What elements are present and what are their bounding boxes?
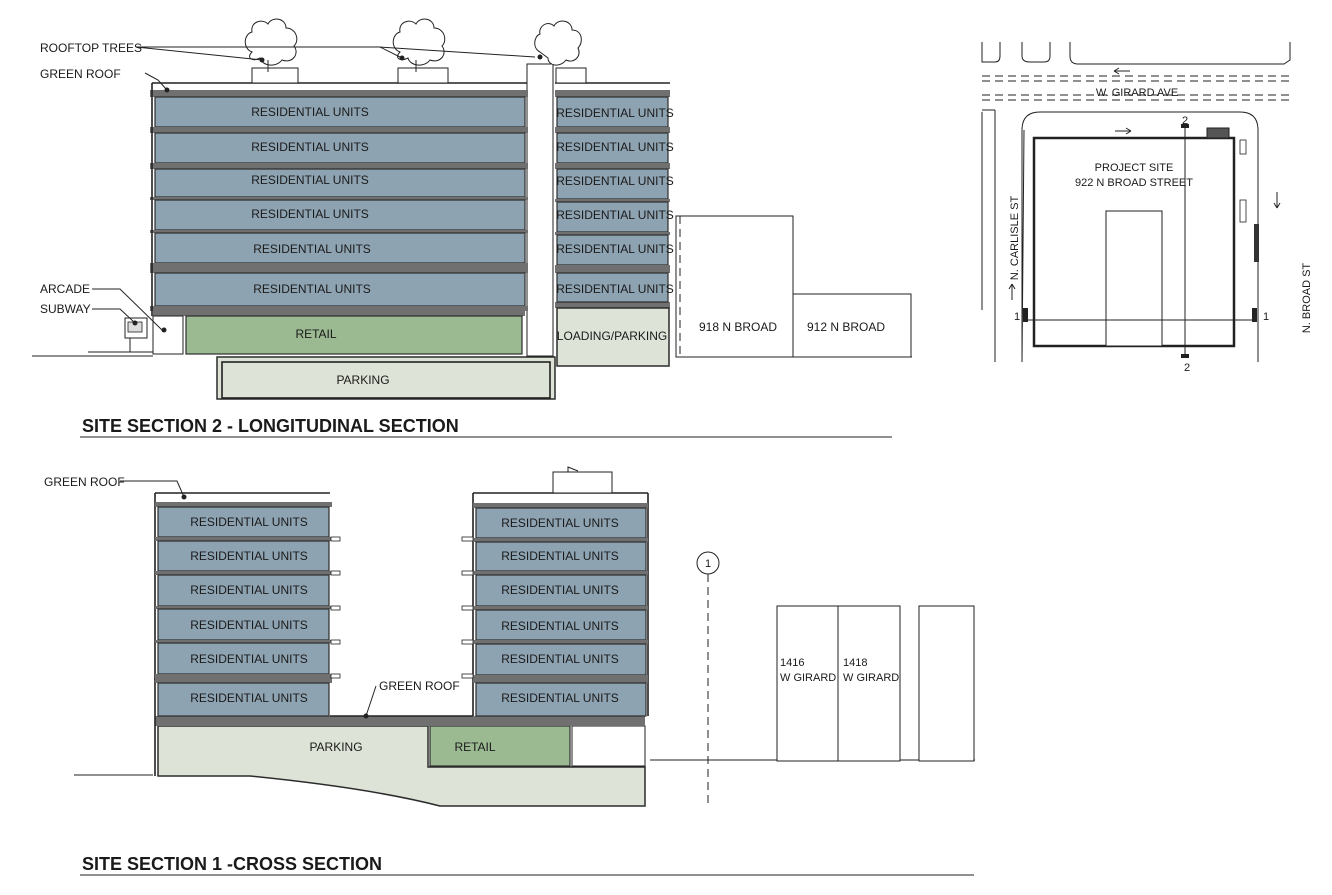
parking-label: PARKING <box>309 740 362 754</box>
retail-label: RETAIL <box>454 740 495 754</box>
unit-label: RESIDENTIAL UNITS <box>190 652 308 666</box>
left-tower: RESIDENTIAL UNITS RESIDENTIAL UNITS RESI… <box>154 492 341 717</box>
grid-marker-1: 1 <box>696 551 720 804</box>
unit-label: RESIDENTIAL UNITS <box>251 140 369 154</box>
unit-label: RESIDENTIAL UNITS <box>501 583 619 597</box>
unit-label: RESIDENTIAL UNITS <box>251 207 369 221</box>
unit-label: RESIDENTIAL UNITS <box>556 106 674 120</box>
building-core <box>526 63 554 357</box>
street-girard-label: W. GIRARD AVE <box>1096 87 1178 99</box>
cut-1-left-marker: 1 <box>1014 311 1020 323</box>
unit-label: RESIDENTIAL UNITS <box>556 174 674 188</box>
unit-label: RESIDENTIAL UNITS <box>501 691 619 705</box>
section-1-cross: PARKING RETAIL R <box>44 466 975 876</box>
cut-2-top-marker: 2 <box>1182 115 1188 127</box>
street-broad-label: N. BROAD ST <box>1301 263 1313 334</box>
green-roof-callout: GREEN ROOF <box>40 67 121 81</box>
street-carlisle-label: N. CARLISLE ST <box>1009 196 1021 281</box>
neighbor-1418-w-girard: 1418 W GIRARD <box>837 605 901 762</box>
site-label-line1: PROJECT SITE <box>1095 162 1174 174</box>
unit-label: RESIDENTIAL UNITS <box>501 516 619 530</box>
loading-parking: LOADING/PARKING <box>556 307 670 367</box>
unit-label: RESIDENTIAL UNITS <box>556 242 674 256</box>
rooftop-tree-icon <box>534 20 587 84</box>
green-roof-mid-callout: GREEN ROOF <box>379 679 460 693</box>
unit-label: RESIDENTIAL UNITS <box>190 549 308 563</box>
unit-label: RESIDENTIAL UNITS <box>251 105 369 119</box>
svg-text:W GIRARD: W GIRARD <box>780 672 836 684</box>
callouts-section2: ROOFTOP TREES GREEN ROOF ARCADE SUBWAY <box>40 41 543 333</box>
unit-label: RESIDENTIAL UNITS <box>253 282 371 296</box>
svg-text:1416: 1416 <box>780 657 804 669</box>
rooftop-tree-icon <box>392 18 449 84</box>
unit-label: RESIDENTIAL UNITS <box>556 140 674 154</box>
neighbor-building <box>918 605 975 762</box>
site-label-line2: 922 N BROAD STREET <box>1075 177 1193 189</box>
svg-text:918 N BROAD: 918 N BROAD <box>699 320 777 334</box>
subway-callout: SUBWAY <box>40 302 91 316</box>
parking-label: PARKING <box>336 373 389 387</box>
parking-podium: PARKING <box>157 725 646 807</box>
retail-label: RETAIL <box>295 327 336 341</box>
unit-label: RESIDENTIAL UNITS <box>190 691 308 705</box>
unit-label: RESIDENTIAL UNITS <box>190 583 308 597</box>
unit-label: RESIDENTIAL UNITS <box>501 549 619 563</box>
parking-level: PARKING <box>216 356 556 400</box>
unit-label: RESIDENTIAL UNITS <box>556 208 674 222</box>
unit-label: RESIDENTIAL UNITS <box>190 515 308 529</box>
arcade-subway <box>124 315 184 355</box>
right-tower: RESIDENTIAL UNITS RESIDENTIAL UNITS RESI… <box>461 466 649 717</box>
retail-level: RETAIL <box>185 315 523 355</box>
unit-label: RESIDENTIAL UNITS <box>501 652 619 666</box>
unit-label: RESIDENTIAL UNITS <box>556 282 674 296</box>
section-2-longitudinal: PARKING RETAIL LOADING/PARKING <box>32 18 912 438</box>
neighbor-918-n-broad: 918 N BROAD <box>675 215 794 358</box>
cut-2-bottom-marker: 2 <box>1184 362 1190 374</box>
section-2-title: SITE SECTION 2 - LONGITUDINAL SECTION <box>82 416 459 436</box>
retail-block <box>429 725 571 767</box>
arcade-callout: ARCADE <box>40 282 90 296</box>
unit-label: RESIDENTIAL UNITS <box>190 618 308 632</box>
svg-text:1: 1 <box>705 558 711 570</box>
loading-label: LOADING/PARKING <box>557 329 667 343</box>
rooftop-trees-callout: ROOFTOP TREES <box>40 41 142 55</box>
right-tower: RESIDENTIAL UNITS RESIDENTIAL UNITS RESI… <box>555 82 674 303</box>
unit-label: RESIDENTIAL UNITS <box>251 173 369 187</box>
svg-text:W GIRARD: W GIRARD <box>843 672 899 684</box>
key-plan: 2 2 1 1 W. GIRARD AVE PROJECT SITE 922 N… <box>981 42 1313 374</box>
svg-text:1418: 1418 <box>843 657 867 669</box>
unit-label: RESIDENTIAL UNITS <box>253 242 371 256</box>
svg-text:912 N BROAD: 912 N BROAD <box>807 320 885 334</box>
unit-label: RESIDENTIAL UNITS <box>501 619 619 633</box>
green-roof-callout: GREEN ROOF <box>44 475 125 489</box>
neighbor-1416-w-girard: 1416 W GIRARD <box>776 605 839 762</box>
neighbor-912-n-broad: 912 N BROAD <box>792 293 912 358</box>
cut-1-right-marker: 1 <box>1263 311 1269 323</box>
left-tower: RESIDENTIAL UNITS RESIDENTIAL UNITS RESI… <box>150 82 528 316</box>
section-1-title: SITE SECTION 1 -CROSS SECTION <box>82 854 382 874</box>
rooftop-tree-icon <box>244 18 299 84</box>
